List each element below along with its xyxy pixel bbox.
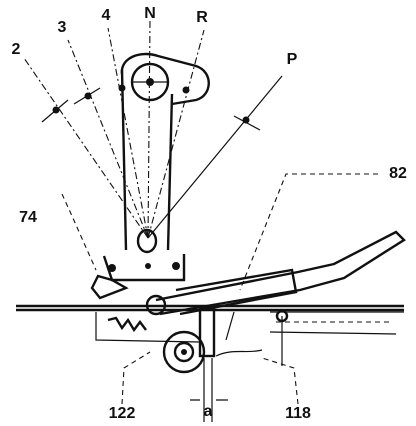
ray-p xyxy=(147,75,283,239)
lever-base xyxy=(102,254,186,282)
spring xyxy=(215,349,263,357)
label-82: 82 xyxy=(389,165,407,182)
leader-82 xyxy=(239,173,378,291)
housing-outline xyxy=(95,311,235,343)
label-122: 122 xyxy=(109,405,136,422)
tick-2 xyxy=(41,99,69,123)
roller-outer xyxy=(162,330,206,374)
base-bolt-center xyxy=(145,263,151,269)
leader-lines xyxy=(61,173,378,422)
roller-inner xyxy=(173,341,195,363)
leader-74 xyxy=(61,193,97,271)
rod-sleeve xyxy=(175,268,298,316)
leader-122 xyxy=(121,351,151,405)
base-bolt-left xyxy=(108,264,116,272)
leader-118 xyxy=(261,357,299,405)
shift-lever xyxy=(102,52,210,282)
shift-rod-82 xyxy=(145,230,406,316)
lever-arm xyxy=(120,69,174,251)
ray-4 xyxy=(107,27,149,239)
pos-marker-r xyxy=(182,86,190,94)
label-2: 2 xyxy=(12,41,21,58)
label-3: 3 xyxy=(58,19,67,36)
lever-head xyxy=(120,52,210,106)
label-118: 118 xyxy=(285,405,311,422)
mount-block xyxy=(90,274,129,300)
ray-2 xyxy=(23,57,149,239)
ray-r xyxy=(147,29,205,239)
base-bolt-right xyxy=(172,262,180,270)
lever-lower-pin xyxy=(136,228,158,254)
tick-3 xyxy=(73,87,101,105)
label-n: N xyxy=(144,5,156,22)
detent-teeth xyxy=(107,316,147,333)
label-a: a xyxy=(204,403,213,420)
shift-rod xyxy=(155,230,406,316)
label-74: 74 xyxy=(19,209,37,226)
base-plate xyxy=(16,274,404,374)
direction-rays xyxy=(23,19,283,239)
tick-p xyxy=(233,115,261,131)
guide-rail xyxy=(269,311,404,335)
label-4: 4 xyxy=(102,7,111,24)
label-p: P xyxy=(287,51,298,68)
label-r: R xyxy=(196,9,208,26)
ray-3 xyxy=(67,39,149,239)
ray-n xyxy=(147,19,151,239)
roller-axle xyxy=(181,349,187,355)
detent-plate xyxy=(198,306,216,358)
